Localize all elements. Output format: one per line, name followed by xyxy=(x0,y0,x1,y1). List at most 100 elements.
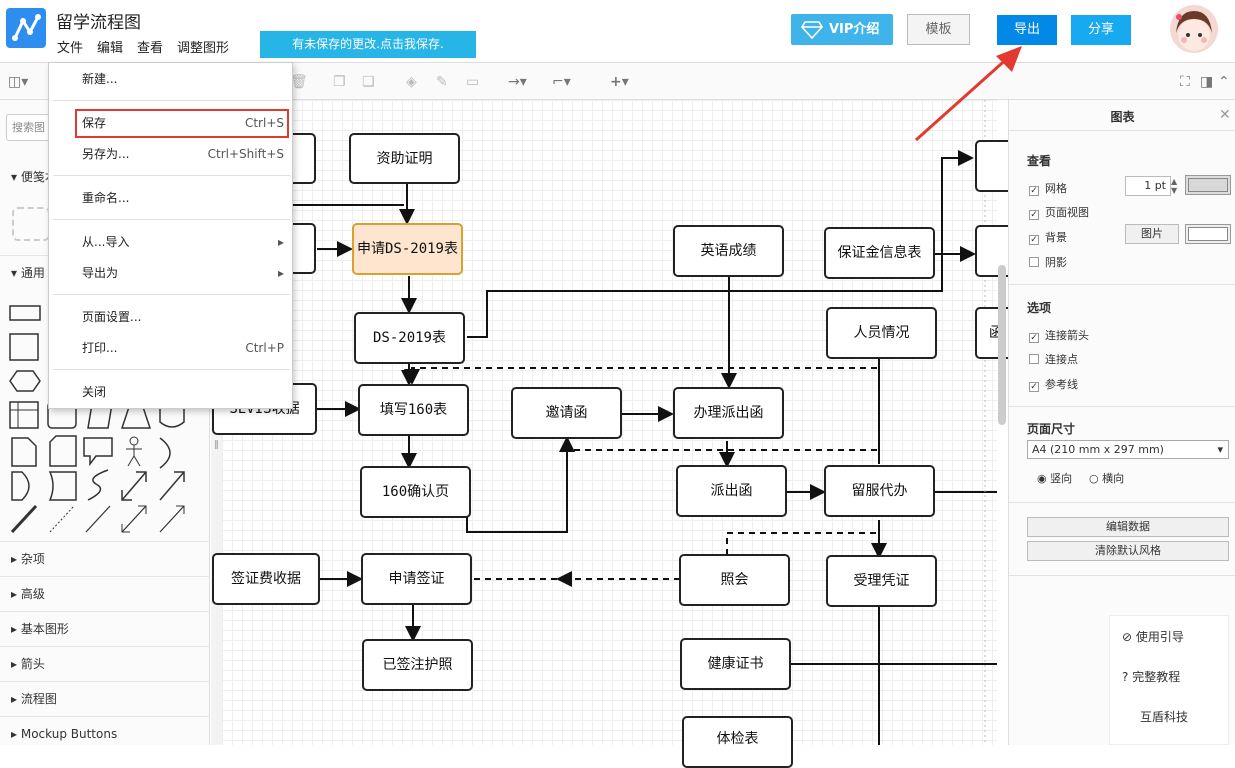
menu-item-page-setup[interactable]: 页面设置... xyxy=(82,310,142,324)
menu-item-print[interactable]: 打印...Ctrl+P xyxy=(82,341,284,355)
vertical-scrollbar[interactable] xyxy=(998,265,1006,425)
help-box: ⊘ 使用引导 ? 完整教程 互盾科技 xyxy=(1109,615,1229,745)
insert-icon[interactable]: +▾ xyxy=(610,74,629,90)
menu-item-export-as[interactable]: 导出为▸ xyxy=(49,262,292,284)
diagram-node[interactable]: 体检表 xyxy=(682,716,793,768)
stepper-icon[interactable]: ▲▼ xyxy=(1171,177,1178,195)
portrait-radio[interactable]: ◉ 竖向 xyxy=(1037,472,1073,485)
menu-view[interactable]: 查看 xyxy=(137,41,164,56)
company-link[interactable]: 互盾科技 xyxy=(1140,710,1189,724)
diagram-node[interactable]: 160确认页 xyxy=(360,466,471,518)
diagram-node[interactable]: 受理凭证 xyxy=(826,555,937,607)
section-flowchart[interactable]: ▸ 流程图 xyxy=(0,681,210,715)
diagram-node[interactable]: 填写160表 xyxy=(358,384,469,436)
menu-item-import[interactable]: 从...导入▸ xyxy=(49,231,292,253)
diagram-node[interactable]: DS-2019表 xyxy=(354,312,465,364)
diagram-node[interactable]: 留服代办 xyxy=(824,465,935,517)
diagram-canvas[interactable]: 资助证明 申请DS-2019表 DS-2019表 SEVIS收据 填写160表 … xyxy=(212,100,1015,768)
to-front-icon[interactable]: ❐ xyxy=(333,74,346,90)
vip-button[interactable]: VIP介绍 xyxy=(791,14,893,45)
grid-color-swatch[interactable] xyxy=(1185,175,1231,195)
question-icon: ? xyxy=(1122,670,1129,684)
edit-data-button[interactable]: 编辑数据 xyxy=(1027,517,1229,537)
tutorial-link[interactable]: ? 完整教程 xyxy=(1122,670,1181,684)
delete-icon[interactable]: 🗑 xyxy=(290,74,308,90)
page-size-select[interactable]: A4 (210 mm x 297 mm)▾ xyxy=(1027,440,1229,459)
section-advanced[interactable]: ▸ 高级 xyxy=(0,576,210,610)
menu-edit[interactable]: 编辑 xyxy=(97,41,124,56)
menubar: 文件 编辑 查看 调整图形 xyxy=(57,37,229,56)
highlight-box xyxy=(75,109,289,138)
diagram-node[interactable]: 英语成绩 xyxy=(673,225,784,277)
panel-layout-icon[interactable]: ◫▾ xyxy=(8,74,29,90)
page-size-heading: 页面尺寸 xyxy=(1027,422,1076,436)
menu-item-save-as[interactable]: 另存为...Ctrl+Shift+S xyxy=(82,147,284,161)
shape-search-input[interactable]: 搜索图 xyxy=(6,114,52,141)
export-button[interactable]: 导出 xyxy=(997,15,1057,45)
to-back-icon[interactable]: ❏ xyxy=(362,74,375,90)
shadow-checkbox[interactable]: 阴影 xyxy=(1029,254,1067,270)
connection-style-icon[interactable]: →▾ xyxy=(508,74,527,90)
menu-item-new[interactable]: 新建... xyxy=(82,72,118,86)
menu-item-close[interactable]: 关闭 xyxy=(82,385,107,399)
clear-default-style-button[interactable]: 清除默认风格 xyxy=(1027,541,1229,561)
guide-link[interactable]: ⊘ 使用引导 xyxy=(1122,630,1184,644)
fill-color-icon[interactable]: ◈ xyxy=(406,74,417,90)
checkbox-checked-icon: ✓ xyxy=(1029,333,1039,343)
fullscreen-icon[interactable]: ⛶ xyxy=(1180,74,1190,90)
diagram-node[interactable]: 保证金信息表 xyxy=(824,227,935,279)
options-heading: 选项 xyxy=(1027,301,1052,315)
diagram-node[interactable]: 已签注护照 xyxy=(362,639,473,691)
diagram-node[interactable]: 照会 xyxy=(679,554,790,606)
background-color-swatch[interactable] xyxy=(1185,224,1231,244)
general-shapes-palette[interactable] xyxy=(8,300,198,535)
menu-file[interactable]: 文件 xyxy=(57,41,84,56)
diagram-node[interactable]: 邀请函 xyxy=(511,387,622,439)
divider xyxy=(53,175,290,176)
landscape-radio[interactable]: ○ 横向 xyxy=(1089,472,1125,485)
background-checkbox[interactable]: ✓背景 xyxy=(1029,231,1067,245)
checkbox-unchecked-icon xyxy=(1029,257,1039,267)
diamond-icon xyxy=(801,20,823,51)
grid-checkbox[interactable]: ✓网格 xyxy=(1029,182,1067,196)
vip-label: VIP介绍 xyxy=(829,22,880,37)
section-arrows[interactable]: ▸ 箭头 xyxy=(0,646,210,680)
section-basic-shapes[interactable]: ▸ 基本图形 xyxy=(0,611,210,645)
diagram-node[interactable]: 资助证明 xyxy=(349,133,460,184)
connection-arrows-checkbox[interactable]: ✓连接箭头 xyxy=(1029,329,1089,343)
section-mockup-buttons[interactable]: ▸ Mockup Buttons xyxy=(0,716,210,750)
diagram-node-selected[interactable]: 申请DS-2019表 xyxy=(352,223,463,275)
section-scratchpad[interactable]: ▾ 便笺本 xyxy=(11,170,57,184)
user-avatar[interactable] xyxy=(1170,5,1218,53)
scratchpad-dropzone[interactable] xyxy=(12,207,50,241)
diagram-node[interactable]: 办理派出函 xyxy=(673,387,784,439)
connection-points-checkbox[interactable]: 连接点 xyxy=(1029,351,1078,367)
line-color-icon[interactable]: ✎ xyxy=(436,74,448,90)
waypoint-icon[interactable]: ⌐▾ xyxy=(552,74,571,90)
section-misc[interactable]: ▸ 杂项 xyxy=(0,541,210,575)
menu-adjust[interactable]: 调整图形 xyxy=(177,41,230,56)
grid-size-input[interactable]: 1 pt xyxy=(1125,176,1171,196)
share-button[interactable]: 分享 xyxy=(1071,15,1131,45)
close-icon[interactable]: ✕ xyxy=(1219,107,1231,123)
collapse-icon[interactable]: ⌃ xyxy=(1218,74,1230,90)
template-button[interactable]: 模板 xyxy=(907,14,970,45)
radio-selected-icon: ◉ xyxy=(1037,472,1047,485)
menu-item-rename[interactable]: 重命名... xyxy=(82,191,130,205)
diagram-node[interactable]: 派出函 xyxy=(676,465,787,517)
background-image-button[interactable]: 图片 xyxy=(1125,224,1179,244)
document-title[interactable]: 留学流程图 xyxy=(56,13,141,33)
unsaved-changes-notice[interactable]: 有未保存的更改.点击我保存. xyxy=(260,31,476,58)
diagram-node[interactable]: 申请签证 xyxy=(361,553,472,605)
page-view-checkbox[interactable]: ✓页面视图 xyxy=(1029,206,1089,220)
divider xyxy=(53,219,290,220)
diagram-node[interactable]: 人员情况 xyxy=(826,307,937,359)
guides-checkbox[interactable]: ✓参考线 xyxy=(1029,378,1078,392)
diagram-node[interactable]: 签证费收据 xyxy=(212,553,320,605)
format-panel-icon[interactable]: ◨ xyxy=(1200,74,1214,90)
diagram-node[interactable]: 健康证书 xyxy=(680,638,791,690)
divider xyxy=(1009,575,1235,576)
shadow-icon[interactable]: ▭ xyxy=(466,74,480,90)
